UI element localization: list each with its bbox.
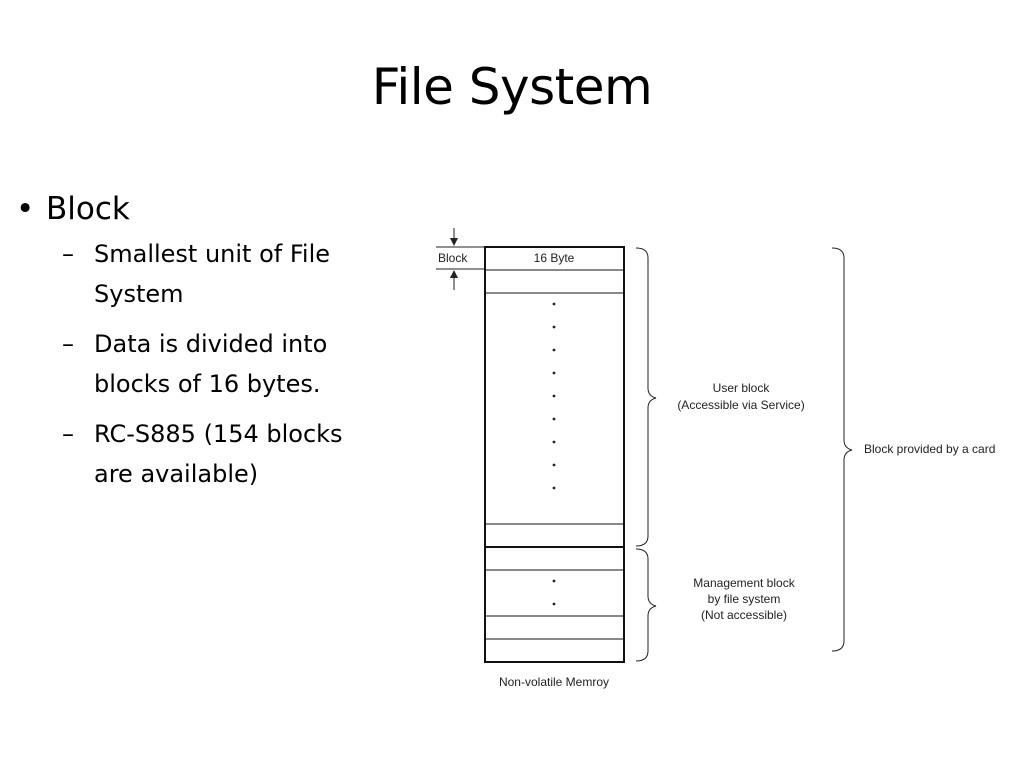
sub-bullet-list: – Smallest unit of File System – Data is…	[62, 234, 396, 494]
sub-bullet-data-divided: – Data is divided into blocks of 16 byte…	[62, 324, 396, 404]
ellipsis-dots-management	[552, 579, 556, 606]
ellipsis-dots-user	[552, 302, 556, 490]
memory-column	[484, 246, 625, 663]
management-block-label: Management block	[693, 576, 795, 590]
first-row-label: 16 Byte	[534, 251, 575, 265]
arrow-down-icon	[450, 238, 458, 246]
sub-bullet-text: Smallest unit of File System	[94, 240, 331, 308]
user-block-sublabel: (Accessible via Service)	[677, 398, 804, 412]
management-block-note: (Not accessible)	[701, 608, 787, 622]
slide-title: File System	[371, 58, 653, 116]
management-block-brace	[635, 548, 657, 662]
arrow-up-icon	[450, 270, 458, 278]
block-label: Block	[438, 251, 468, 265]
bullet-block: • Block	[16, 190, 396, 228]
management-block-sublabel: by file system	[708, 592, 781, 606]
sub-bullet-rc-s885: – RC-S885 (154 blocks are available)	[62, 414, 396, 494]
card-block-label: Block provided by a card	[864, 442, 995, 456]
block-size-indicator	[436, 228, 484, 290]
dash-icon: –	[62, 240, 74, 268]
card-block-brace	[831, 247, 853, 652]
user-block-brace	[635, 247, 657, 547]
bullet-list: • Block – Smallest unit of File System –…	[16, 190, 396, 504]
memory-label: Non-volatile Memroy	[499, 675, 609, 689]
sub-bullet-smallest-unit: – Smallest unit of File System	[62, 234, 396, 314]
bullet-dot-icon: •	[16, 191, 35, 227]
sub-bullet-text: RC-S885 (154 blocks are available)	[94, 420, 343, 488]
bullet-block-text: Block	[46, 191, 130, 227]
memory-outline	[484, 246, 625, 663]
user-block-label: User block	[713, 381, 771, 395]
sub-bullet-text: Data is divided into blocks of 16 bytes.	[94, 330, 328, 398]
dash-icon: –	[62, 330, 74, 358]
dash-icon: –	[62, 420, 74, 448]
